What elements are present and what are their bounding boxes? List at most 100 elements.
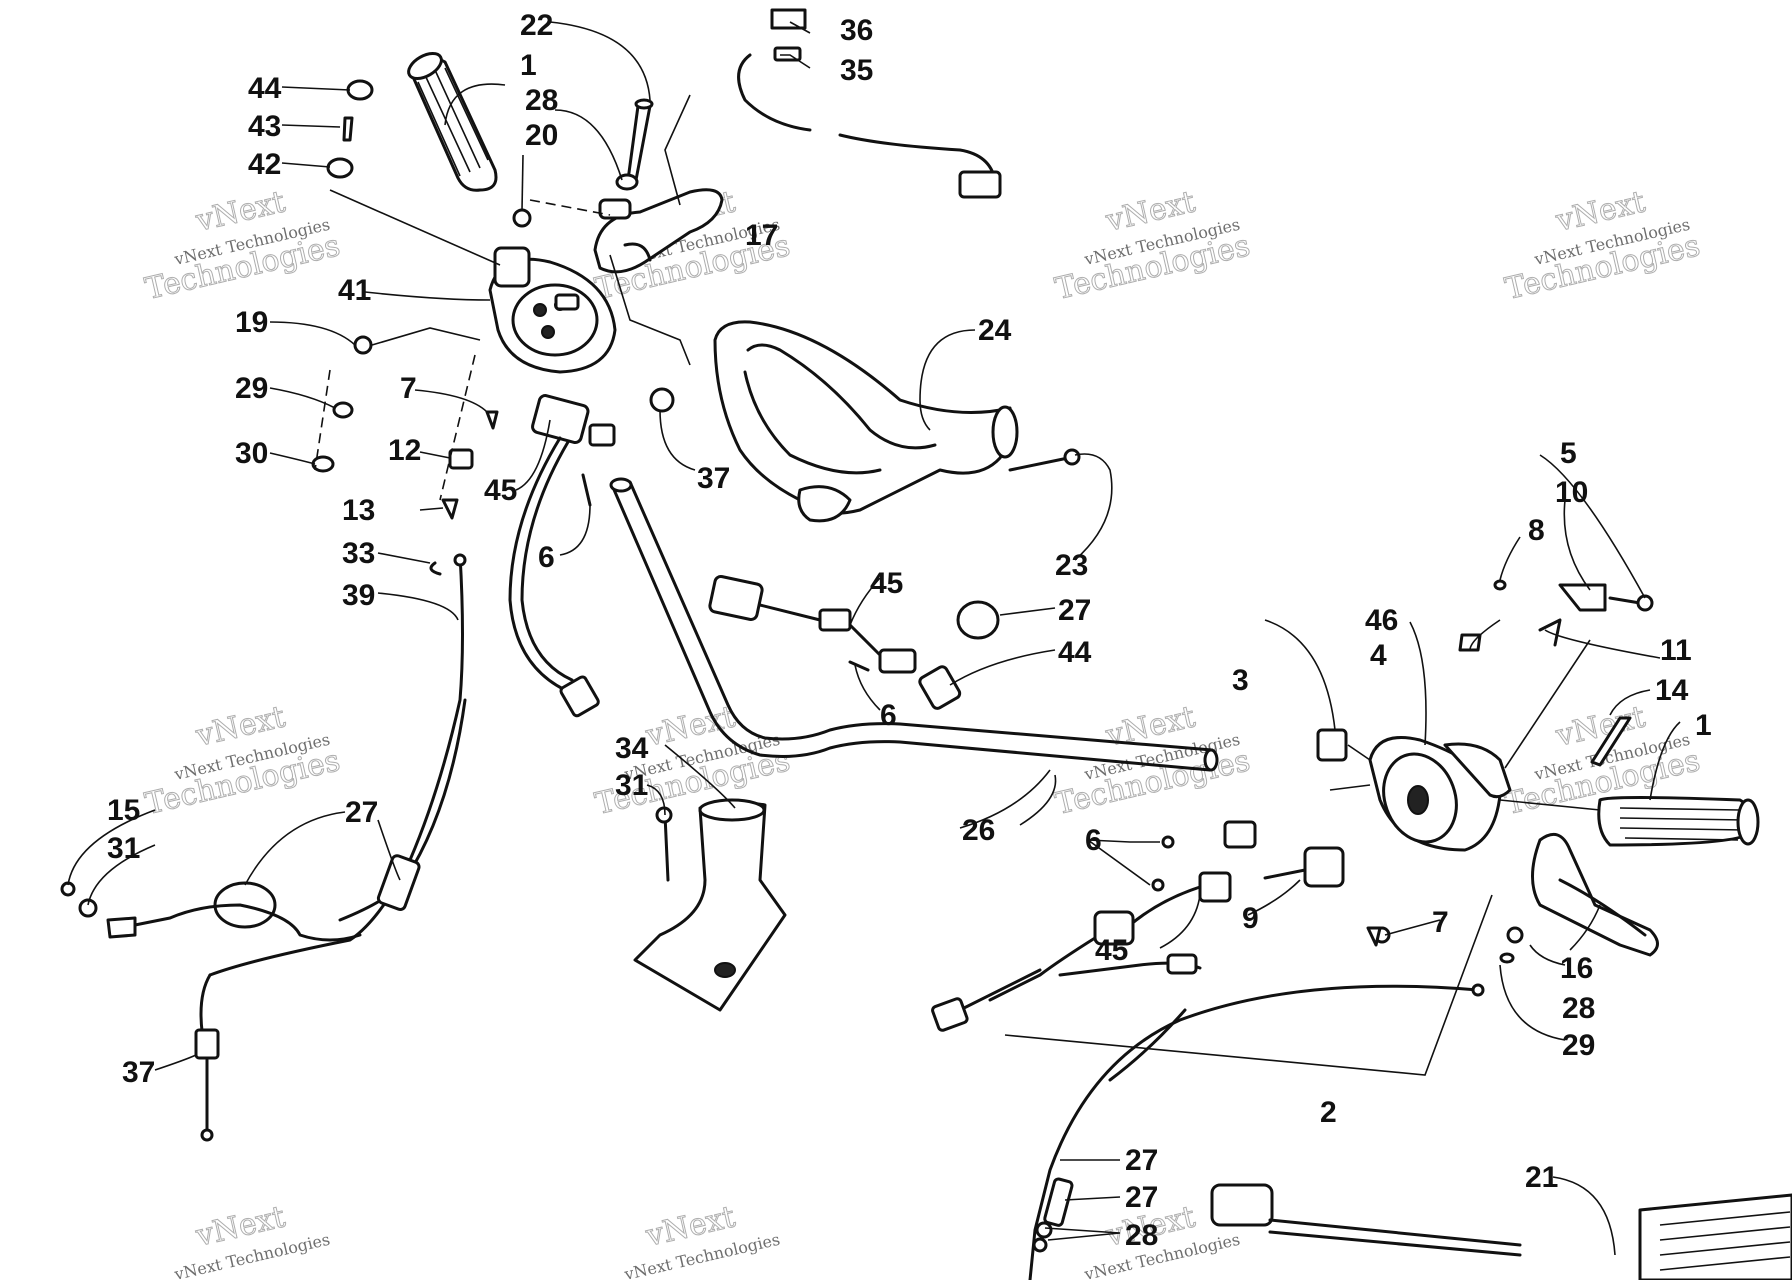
nut-29-left [311,455,335,473]
callout-label: 45 [484,474,517,507]
callout-label: 27 [1058,594,1091,627]
callout-label: 35 [840,54,873,87]
callout-label: 15 [107,794,140,827]
callout-label: 5 [1560,437,1577,470]
spacer-mount [633,798,787,1012]
bolt-7-right [1366,926,1382,947]
callout-label: 14 [1655,674,1689,707]
callout-label: 34 [615,732,649,765]
callout-label: 21 [1525,1161,1558,1194]
callout-label: 17 [745,219,778,252]
long-cable [1028,983,1485,1280]
assembly-line-1 [529,199,611,216]
callout-label: 8 [1528,514,1545,547]
heater-element [1210,1183,1792,1280]
callout-label: 7 [1432,906,1449,939]
screw-6-left [581,473,592,507]
callout-label: 28 [1562,992,1595,1025]
handlebar [609,477,1219,772]
watermark-7: vNext vNext Technologies Technologies [1051,699,1253,823]
assembly-line-12 [1329,784,1371,791]
callout-label: 45 [870,567,903,600]
callout-label: 19 [235,306,268,339]
callout-label: 26 [962,814,995,847]
callout-label: 44 [248,72,282,105]
callout-label: 12 [388,434,421,467]
assembly-line-2 [314,369,331,471]
assembly-line-6 [664,94,691,206]
throttle-lever [593,188,724,274]
bolt-18-top [512,208,532,228]
callout-label: 27 [1125,1181,1158,1214]
left-wire-harness-2 [520,440,574,682]
callout-label: 37 [697,462,730,495]
callout-label: 10 [1555,476,1588,509]
callout-label: 6 [1085,824,1102,857]
callout-label: 28 [525,84,558,117]
washer-28-top [615,173,639,191]
wire-harness-top [737,8,1002,199]
callout-label: 27 [1125,1144,1158,1177]
callout-label: 39 [342,579,375,612]
callout-label: 43 [248,110,281,143]
bracket-12 [448,448,474,470]
callout-label: 22 [520,9,553,42]
left-switch-housing [488,246,617,374]
brake-lever [1531,832,1659,957]
right-switch-clusters [931,820,1391,1032]
switch-bracket [531,394,616,447]
washer-29-right [1499,952,1515,964]
callout-label: 20 [525,119,558,152]
right-grip [1597,796,1760,847]
clip-32 [429,561,442,576]
callout-label: 37 [122,1056,155,1089]
callout-label: 42 [248,148,281,181]
throttle-cable [194,553,467,1142]
assembly-line-4 [329,189,501,266]
callout-label: 6 [538,541,555,574]
watermark-4: vNext vNext Technologies Technologies [1501,184,1703,308]
parts-drawing [60,8,1792,1280]
right-switch-housing [1368,736,1512,852]
callout-label: 2 [1320,1096,1337,1129]
left-grip [407,52,498,192]
washer-28-right [1506,926,1524,944]
brake-cable-left [60,881,362,942]
screw-41 [342,116,354,142]
bolt-14 [1590,716,1632,767]
cap-42 [346,79,374,101]
left-wire-harness [508,436,567,692]
callout-label: 31 [615,769,648,802]
clamp-27-right [956,600,1000,640]
switch-45-upper [708,575,962,710]
callout-label: 16 [1560,952,1593,985]
watermark-9: vNext vNext Technologies [172,1199,332,1280]
callout-label: 13 [342,494,375,527]
callout-label: 27 [345,796,378,829]
watermark-10: vNext vNext Technologies [622,1199,782,1280]
callout-labels: 22 1 28 20 36 35 44 43 42 17 41 19 24 29… [107,9,1712,1252]
callout-label: 24 [978,314,1012,347]
callout-label: 11 [1660,634,1692,667]
washer-40 [326,157,354,179]
assembly-line-3 [439,354,476,501]
assembly-line-5 [371,327,481,346]
callout-label: 46 [1365,604,1398,637]
callout-label: 4 [1370,639,1387,672]
callout-label: 29 [1562,1029,1595,1062]
callout-label: 31 [107,832,140,865]
assembly-line-10 [1499,799,1601,811]
hand-guard [713,320,1019,523]
callout-label: 28 [1125,1219,1158,1252]
assembly-line-8 [1004,894,1493,1076]
callout-label: 45 [1095,934,1128,967]
screw-6-mid [848,660,870,672]
pin-19 [626,98,654,182]
callout-label: 29 [235,372,268,405]
washer-28-left [332,401,354,419]
right-small-parts [1493,579,1654,647]
screw-26-head [1063,448,1081,466]
assembly-line-7 [609,254,691,366]
assembly-line-9 [1504,639,1591,769]
